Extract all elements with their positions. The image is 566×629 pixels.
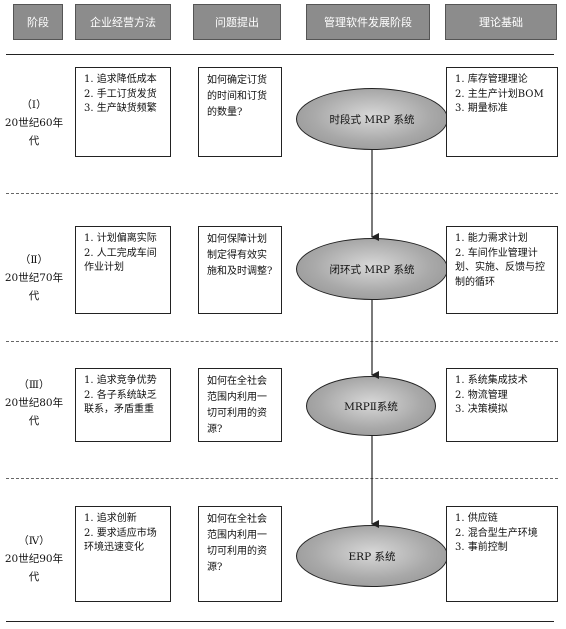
- stage-4-era-num: （Ⅳ）: [18, 535, 50, 547]
- divider-1: [6, 193, 558, 194]
- stage-1-question: 如何确定订货的时间和订货的数量?: [207, 75, 267, 118]
- header-stage: 阶段: [13, 4, 63, 40]
- stage-3-era-years: 20世纪80年代: [4, 397, 64, 427]
- stage-2-question-box: 如何保障计划制定得有效实施和及时调整?: [198, 226, 282, 314]
- stage-4-method-2: 2. 要求适应市场环境迅速变化: [84, 527, 157, 554]
- stage-2-method-2: 2. 人工完成车间作业计划: [84, 247, 157, 274]
- stage-3-system: MRPⅡ系统: [306, 376, 436, 436]
- stage-1-methods-box: 1. 追求降低成本 2. 手工订货发货 3. 生产缺货频繁: [75, 67, 171, 157]
- stage-3-question: 如何在全社会范围内利用一切可利用的资源?: [207, 376, 267, 435]
- stage-1-theory-box: 1. 库存管理理论 2. 主生产计划BOM 3. 期量标准: [446, 67, 558, 157]
- header-rule: [6, 54, 554, 55]
- stage-4-theory-1: 1. 供应链: [455, 513, 498, 524]
- header-methods: 企业经营方法: [75, 4, 171, 40]
- stage-1-theory-1: 1. 库存管理理论: [455, 74, 528, 85]
- divider-3: [6, 478, 558, 479]
- header-question: 问题提出: [193, 4, 281, 40]
- header-theory: 理论基础: [445, 4, 557, 40]
- stage-4-system: ERP 系统: [296, 525, 448, 587]
- stage-3-theory-box: 1. 系统集成技术 2. 物流管理 3. 决策模拟: [446, 368, 558, 442]
- stage-3-theory-1: 1. 系统集成技术: [455, 375, 528, 386]
- stage-2-era-years: 20世纪70年代: [4, 272, 64, 302]
- stage-1-theory-3: 3. 期量标准: [455, 103, 508, 114]
- stage-4-methods-box: 1. 追求创新 2. 要求适应市场环境迅速变化: [75, 506, 171, 602]
- stage-4-question: 如何在全社会范围内利用一切可利用的资源?: [207, 514, 267, 573]
- stage-1-era: （Ⅰ） 20世纪60年代: [0, 96, 68, 150]
- stage-4-era: （Ⅳ） 20世纪90年代: [0, 532, 68, 586]
- stage-3-method-1: 1. 追求竞争优势: [84, 375, 157, 386]
- stage-2-theory-box: 1. 能力需求计划 2. 车间作业管理计划、实施、反馈与控制的循环: [446, 226, 558, 314]
- stage-2-theory-1: 1. 能力需求计划: [455, 233, 528, 244]
- stage-4-method-1: 1. 追求创新: [84, 513, 137, 524]
- stage-1-method-3: 3. 生产缺货频繁: [84, 103, 157, 114]
- stage-4-era-years: 20世纪90年代: [4, 553, 64, 583]
- stage-2-question: 如何保障计划制定得有效实施和及时调整?: [207, 234, 273, 277]
- stage-2-methods-box: 1. 计划偏离实际 2. 人工完成车间作业计划: [75, 226, 171, 314]
- stage-3-methods-box: 1. 追求竞争优势 2. 各子系统缺乏联系，矛盾重重: [75, 368, 171, 442]
- header-software-stage: 管理软件发展阶段: [306, 4, 430, 40]
- divider-2: [6, 341, 558, 342]
- stage-3-era: （Ⅲ） 20世纪80年代: [0, 376, 68, 430]
- stage-2-theory-2: 2. 车间作业管理计划、实施、反馈与控制的循环: [455, 247, 545, 288]
- stage-4-theory-3: 3. 事前控制: [455, 542, 508, 553]
- stage-3-method-2: 2. 各子系统缺乏联系，矛盾重重: [84, 389, 157, 416]
- stage-2-era-num: （Ⅱ）: [19, 254, 49, 266]
- stage-1-method-2: 2. 手工订货发货: [84, 88, 157, 100]
- stage-1-era-num: （Ⅰ）: [21, 99, 47, 111]
- stage-2-era: （Ⅱ） 20世纪70年代: [0, 251, 68, 305]
- stage-2-method-1: 1. 计划偏离实际: [84, 233, 157, 244]
- stage-1-theory-2: 2. 主生产计划BOM: [455, 88, 544, 100]
- stage-4-question-box: 如何在全社会范围内利用一切可利用的资源?: [198, 506, 282, 602]
- stage-1-method-1: 1. 追求降低成本: [84, 74, 157, 85]
- stage-3-theory-2: 2. 物流管理: [455, 389, 508, 401]
- stage-3-question-box: 如何在全社会范围内利用一切可利用的资源?: [198, 368, 282, 442]
- stage-4-theory-2: 2. 混合型生产环境: [455, 527, 538, 539]
- stage-3-era-num: （Ⅲ）: [18, 379, 50, 391]
- bottom-rule: [6, 621, 554, 622]
- stage-1-era-years: 20世纪60年代: [4, 117, 64, 147]
- stage-1-question-box: 如何确定订货的时间和订货的数量?: [198, 67, 282, 157]
- stage-1-system: 时段式 MRP 系统: [296, 88, 448, 150]
- stage-4-theory-box: 1. 供应链 2. 混合型生产环境 3. 事前控制: [446, 506, 558, 602]
- stage-2-system: 闭环式 MRP 系统: [296, 238, 448, 300]
- stage-3-theory-3: 3. 决策模拟: [455, 404, 508, 415]
